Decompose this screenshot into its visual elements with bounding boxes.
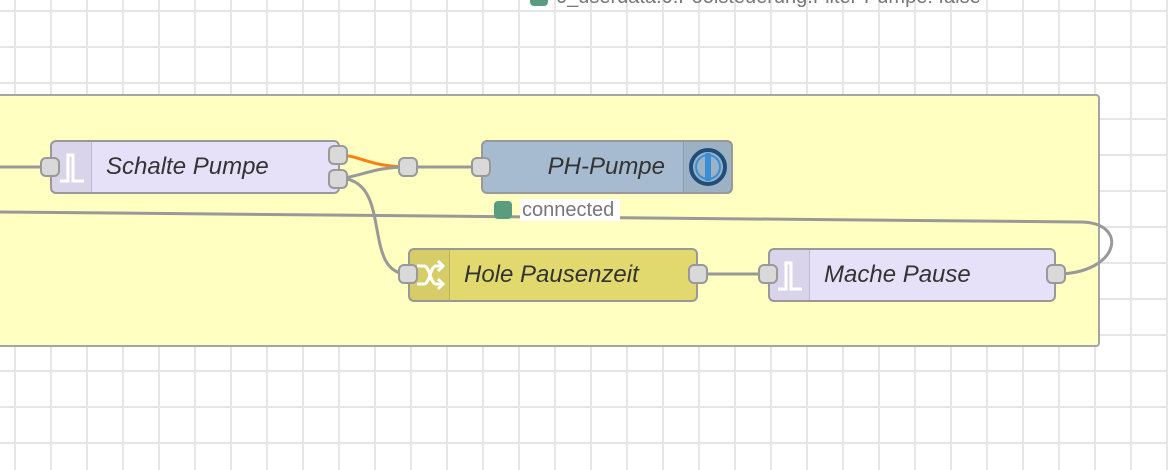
port-mache-pause-input[interactable] — [758, 264, 778, 284]
node-hole-pausenzeit-label: Hole Pausenzeit — [464, 261, 639, 288]
port-hole-pausenzeit-input[interactable] — [398, 264, 418, 284]
port-schalte-pumpe-output-1[interactable] — [328, 145, 348, 165]
status-dot-icon — [494, 201, 512, 219]
node-schalte-pumpe[interactable]: Schalte Pumpe — [50, 140, 340, 194]
port-schalte-pumpe-output-2[interactable] — [328, 169, 348, 189]
port-hole-pausenzeit-output[interactable] — [688, 264, 708, 284]
timer-pulse-icon — [52, 142, 92, 192]
port-schalte-pumpe-input[interactable] — [40, 157, 60, 177]
node-mache-pause-label: Mache Pause — [824, 261, 971, 288]
top-node-status: 0_userdata.0.Poolsteuerung.Filter-Pumpe:… — [530, 0, 981, 8]
link-junction[interactable] — [398, 157, 418, 177]
node-mache-pause[interactable]: Mache Pause — [768, 248, 1056, 302]
node-schalte-pumpe-label: Schalte Pumpe — [106, 153, 269, 180]
iobroker-icon — [683, 142, 731, 192]
top-node-status-text: 0_userdata.0.Poolsteuerung.Filter-Pumpe:… — [556, 0, 981, 8]
node-ph-pumpe-label: PH-Pumpe — [547, 153, 665, 180]
wire-mache-pause-loop-back[interactable] — [0, 210, 1113, 276]
port-mache-pause-output[interactable] — [1046, 264, 1066, 284]
node-hole-pausenzeit[interactable]: Hole Pausenzeit — [408, 248, 698, 302]
wire-schalte-pumpe-to-hole-pausenzeit[interactable] — [337, 176, 409, 276]
port-ph-pumpe-input[interactable] — [471, 157, 491, 177]
node-ph-pumpe-status-text: connected — [520, 199, 621, 221]
node-ph-pumpe-status: connected — [494, 199, 621, 221]
status-dot-icon — [530, 0, 548, 6]
node-ph-pumpe[interactable]: PH-Pumpe — [481, 140, 733, 194]
